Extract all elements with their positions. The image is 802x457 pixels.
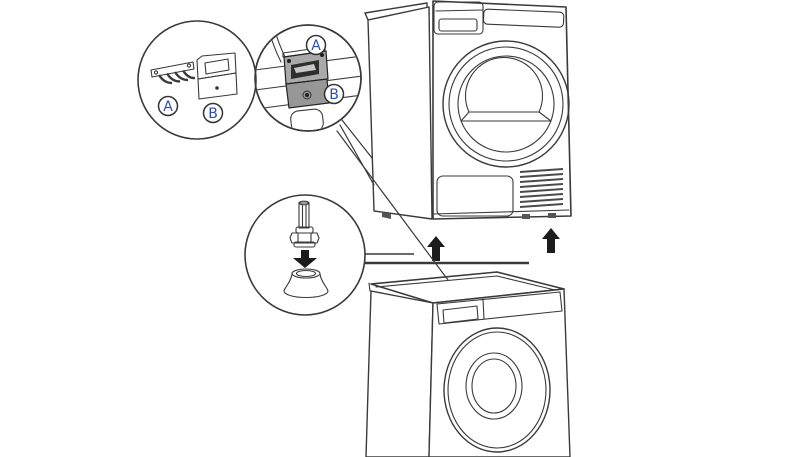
- washer-detergent-drawer: [442, 305, 479, 324]
- dryer-display-window: [438, 18, 478, 32]
- parts-label-a: A: [163, 99, 173, 115]
- dryer-control-panel: [433, 1, 484, 35]
- part-a-clip: [150, 61, 196, 85]
- dryer-illustration: [364, 0, 572, 220]
- clip-through-slot: [294, 64, 316, 73]
- screw-icon: [320, 53, 324, 57]
- installed-label-b-circle: [323, 83, 345, 105]
- dryer-door-glass-arch: [464, 56, 544, 113]
- screw-icon: [287, 59, 291, 63]
- dryer-feet: [382, 212, 556, 219]
- bracket-callout-leaders: [336, 119, 449, 281]
- screw-hole: [215, 86, 219, 90]
- installed-label-a-circle: [305, 34, 327, 56]
- parts-label-b-circle: [202, 102, 224, 124]
- foot-callout: [244, 194, 366, 316]
- washer-front-panel: [428, 288, 571, 457]
- down-arrow-icon: [293, 250, 317, 268]
- dryer-vent-grille: [519, 168, 564, 208]
- washer-illustration: [365, 271, 571, 457]
- dryer-panel-strip: [482, 8, 565, 28]
- dryer-door-shelf: [460, 111, 552, 122]
- parts-label-a-circle: [157, 95, 179, 117]
- up-arrow-left: [427, 236, 445, 261]
- washer-control-panel: [436, 291, 563, 325]
- installed-label-b: B: [329, 87, 339, 103]
- installed-label-a: A: [311, 38, 321, 54]
- parts-label-b: B: [208, 106, 218, 122]
- dryer-door: [442, 40, 570, 168]
- handle-recess: [290, 108, 324, 130]
- dryer-kick-panel: [436, 175, 514, 217]
- washer-door: [443, 327, 551, 453]
- leveling-foot: [289, 200, 320, 248]
- washer-side-panel: [365, 290, 434, 457]
- dryer-side-panel: [367, 6, 433, 220]
- part-b-bracket: [196, 52, 238, 100]
- up-arrow-right: [542, 228, 560, 253]
- screw-icon: [305, 93, 309, 97]
- parts-detail-callout: A B: [137, 20, 362, 140]
- foot-cup: [283, 268, 329, 299]
